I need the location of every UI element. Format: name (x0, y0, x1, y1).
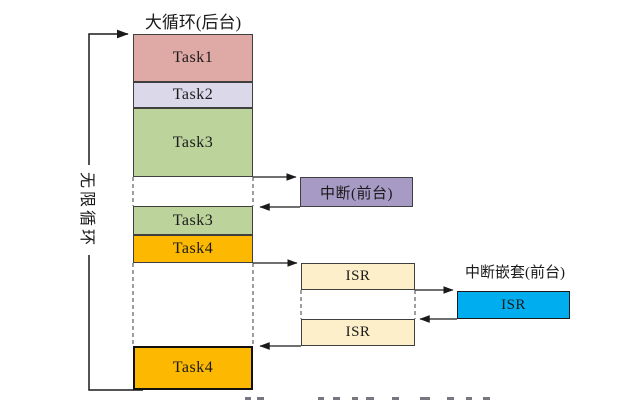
isr-label-1: ISR (345, 268, 371, 284)
task3-resumed-box: Task3 (133, 206, 253, 235)
task1-box: Task1 (133, 34, 253, 82)
isr-box-2: ISR (301, 319, 415, 346)
task3-resumed-label: Task3 (172, 211, 214, 229)
isr-box-1: ISR (301, 263, 415, 290)
task2-label: Task2 (172, 86, 214, 103)
isr-label-2: ISR (345, 324, 371, 340)
task1-label: Task1 (172, 49, 214, 66)
interrupt-label: 中断(前台) (320, 185, 393, 202)
task3-label: Task3 (172, 133, 214, 151)
nested-isr-box: ISR (457, 291, 570, 319)
task4-box: Task4 (133, 235, 253, 263)
task4-resumed-box: Task4 (133, 346, 253, 390)
task4-resumed-label: Task4 (172, 359, 214, 376)
task4-label: Task4 (172, 240, 214, 257)
task3-box: Task3 (133, 108, 253, 177)
background-loop-title: 大循环(后台) (144, 13, 242, 32)
task2-box: Task2 (133, 82, 253, 108)
nested-interrupt-title: 中断嵌套(前台) (465, 265, 565, 281)
nested-isr-label: ISR (501, 296, 526, 313)
infinite-loop-label: 无限循环 (77, 164, 101, 256)
interrupt-box: 中断(前台) (300, 177, 413, 207)
